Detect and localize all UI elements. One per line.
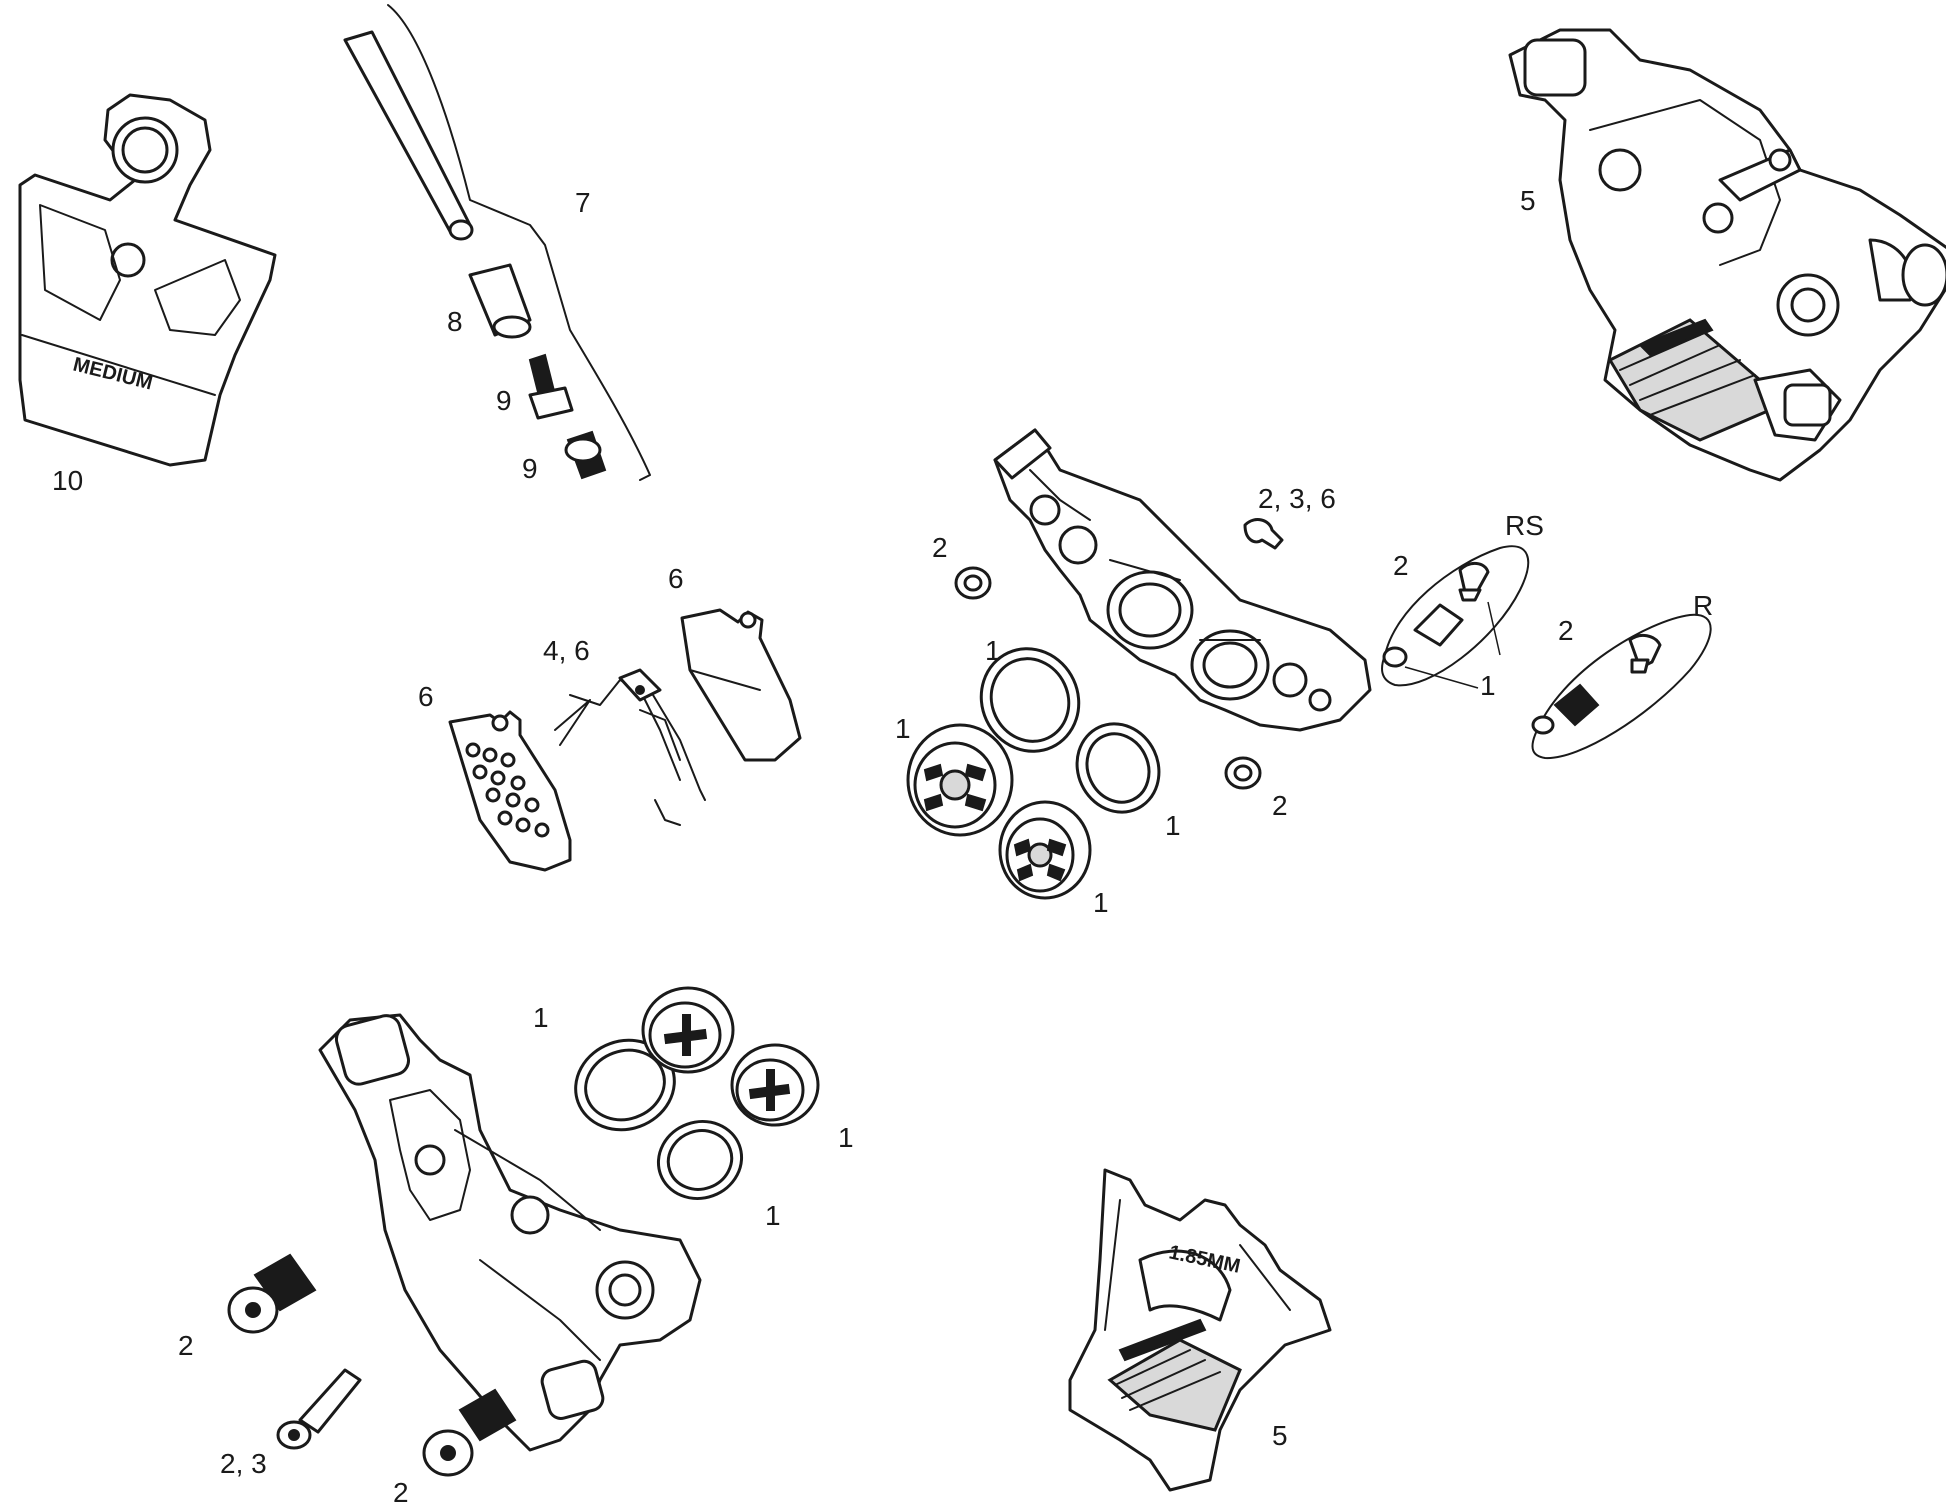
bleed-fitting-rs: 2 RS 1 — [1381, 510, 1544, 701]
seal-ring-lower-bottom: 1 — [656, 1120, 781, 1231]
mounting-bolt-b: 2 — [393, 1388, 517, 1507]
callout-1-rs: 1 — [1480, 670, 1496, 701]
piston-left: 1 — [895, 713, 1014, 837]
pad-spring: 4, 6 — [543, 635, 706, 826]
callout-1-piston-left: 1 — [895, 713, 911, 744]
piston-lower-top — [641, 986, 735, 1074]
callout-1-lower-right: 1 — [838, 1122, 854, 1153]
mounting-bolt-a: 2 — [178, 1253, 317, 1361]
callout-2-3-6: 2, 3, 6 — [1258, 483, 1336, 514]
callout-1-seal-right: 1 — [1165, 810, 1181, 841]
callout-2-bolt-a: 2 — [178, 1330, 194, 1361]
compression-bolt: 9 — [496, 353, 574, 420]
washer-caliper-bottom: 2 — [1224, 756, 1288, 821]
brake-pad-rear: 6 — [668, 563, 802, 762]
callout-rs: RS — [1505, 510, 1544, 541]
callout-9b: 9 — [522, 453, 538, 484]
compression-nut: 9 — [522, 430, 607, 484]
caliper-half-lower — [318, 1013, 702, 1452]
bleed-fitting-r: 2 R — [1531, 590, 1713, 760]
callout-2-caliper-left: 2 — [932, 532, 948, 563]
seal-ring-lower-top: 1 — [533, 1002, 676, 1132]
pad-spacer: 1.85MM 5 — [1068, 1168, 1332, 1492]
seal-ring-top: 1 — [979, 635, 1081, 753]
callout-1-lower-bottom: 1 — [765, 1200, 781, 1231]
callout-5-bottom: 5 — [1272, 1420, 1288, 1451]
piston-lower-right: 1 — [730, 1043, 854, 1153]
callout-r: R — [1693, 590, 1713, 621]
hose-barb: 8 — [447, 263, 532, 339]
caliper-body-center — [993, 428, 1372, 732]
callout-1-lower-top: 1 — [533, 1002, 549, 1033]
callout-4-6: 4, 6 — [543, 635, 590, 666]
callout-6-left: 6 — [418, 681, 434, 712]
retaining-clip: 2, 3, 6 — [1243, 483, 1336, 550]
callout-1-seal-top: 1 — [985, 635, 1001, 666]
callout-7: 7 — [575, 187, 591, 218]
pad-gauge-medium: MEDIUM 10 — [18, 93, 277, 496]
callout-2-caliper-bottom: 2 — [1272, 790, 1288, 821]
piston-bottom: 1 — [998, 800, 1109, 918]
pad-retaining-pin: 2, 3 — [220, 1368, 362, 1479]
seal-ring-right: 1 — [1075, 722, 1181, 841]
brake-pad-front: 6 — [418, 681, 572, 872]
callout-2-r: 2 — [1558, 615, 1574, 646]
callout-9a: 9 — [496, 385, 512, 416]
callout-2-bolt-b: 2 — [393, 1477, 409, 1507]
callout-2-rs: 2 — [1393, 550, 1409, 581]
caliper-assembly-top: 5 — [1508, 28, 1946, 482]
hose-assembly: 7 8 9 9 — [343, 4, 651, 484]
callout-5-top: 5 — [1520, 185, 1536, 216]
callout-1-piston-bottom: 1 — [1093, 887, 1109, 918]
callout-8: 8 — [447, 306, 463, 337]
washer-caliper-left: 2 — [932, 532, 992, 600]
callout-2-3-pin: 2, 3 — [220, 1448, 267, 1479]
callout-6-top: 6 — [668, 563, 684, 594]
callout-10: 10 — [52, 465, 83, 496]
